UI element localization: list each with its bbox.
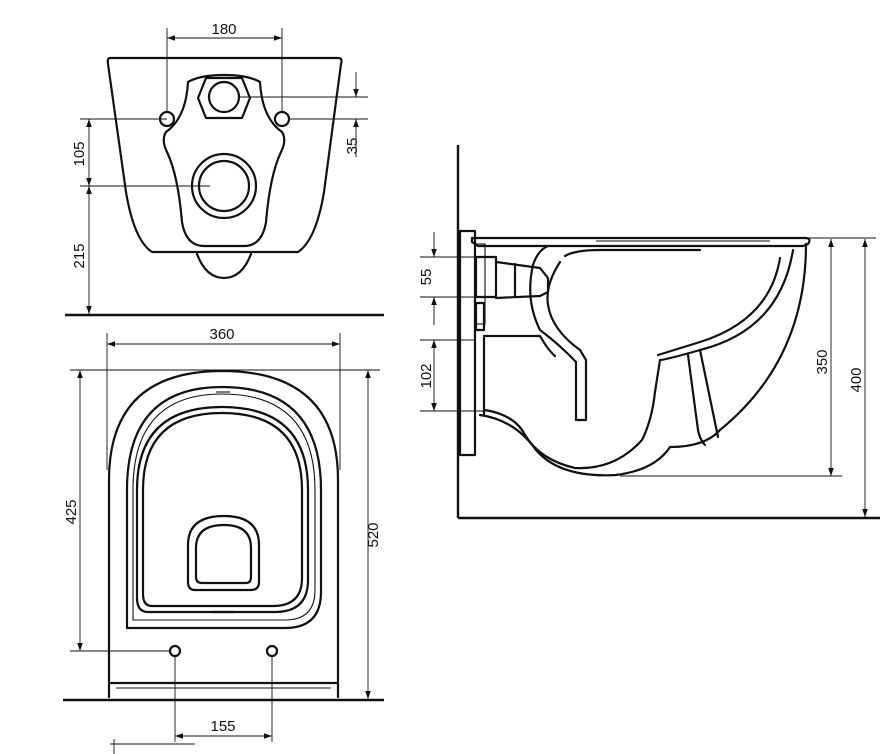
- bowl-opening: [186, 514, 261, 592]
- dim-label-360: 360: [209, 326, 234, 343]
- bowl-outline-top: [107, 369, 340, 699]
- trap-profile: [529, 244, 588, 422]
- side-view: 55 102 350 400: [418, 145, 880, 520]
- dim-label-350: 350: [814, 349, 831, 374]
- dim-label-180: 180: [211, 21, 236, 38]
- bowl-inner-profile: [483, 248, 795, 470]
- dim-label-400: 400: [848, 367, 865, 392]
- seat-outline: [125, 385, 323, 630]
- dim-label-105: 105: [71, 141, 88, 166]
- dim-label-102: 102: [418, 363, 435, 388]
- dim-label-35: 35: [344, 138, 361, 155]
- bolt-hole-right-rear: [273, 110, 291, 128]
- mounting-frame: [458, 229, 477, 457]
- inlet-hex: [196, 76, 252, 120]
- bolt-hole-left: [168, 644, 182, 658]
- dim-label-215: 215: [71, 243, 88, 268]
- inlet-circle: [207, 80, 241, 114]
- dim-label-425: 425: [63, 499, 80, 524]
- dim-label-155: 155: [210, 718, 235, 735]
- bowl-foot-rear: [195, 252, 253, 280]
- seat-profile: [470, 236, 811, 248]
- dim-label-520: 520: [365, 522, 382, 547]
- dim-label-55: 55: [418, 269, 435, 286]
- bolt-hole-right: [265, 644, 279, 658]
- rim-inner-outline: [141, 411, 304, 608]
- inlet-connector: [474, 255, 498, 299]
- rear-plate: [162, 73, 286, 248]
- rear-view: 180 105 215 35: [65, 21, 384, 317]
- top-view: 360 425 520 155: [63, 326, 384, 754]
- rim-outline: [135, 405, 310, 614]
- bowl-outline-rear: [106, 56, 343, 254]
